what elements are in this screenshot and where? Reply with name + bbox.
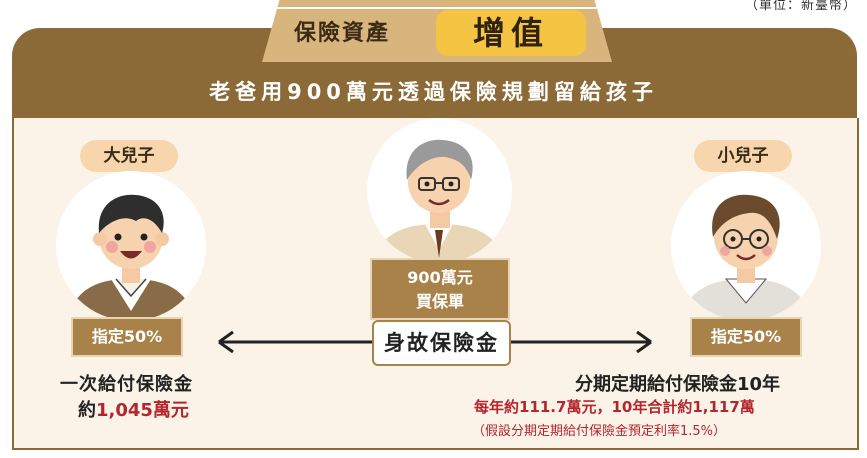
father-avatar (367, 118, 512, 263)
left-payout-amount-line: 約1,045萬元 (78, 396, 189, 422)
subtitle: 老爸用900萬元透過保險規劃留給孩子 (209, 80, 658, 104)
center-buy-policy: 買保單 (415, 292, 464, 311)
right-payout-assumption: （假設分期定期給付保險金預定利率1.5%） (472, 424, 727, 439)
left-arrow-head (218, 330, 234, 354)
left-share-box: 指定50% (71, 317, 183, 357)
right-payout-line1: 分期定期給付保險金10年 (575, 374, 781, 395)
right-payout-line2: 每年約111.7萬元，10年合計約1,117萬 (474, 398, 755, 416)
left-payout-prefix: 約 (78, 400, 96, 421)
left-payout-line1: 一次給付保險金 (60, 374, 193, 395)
left-name-pill: 大兒子 (80, 140, 178, 172)
left-payout-amount: 1,045萬元 (96, 400, 189, 421)
younger-son-avatar (671, 171, 821, 321)
right-name-pill: 小兒子 (694, 140, 792, 172)
payout-arrows (218, 330, 652, 354)
title-tag-left: 保險資產 (294, 21, 391, 46)
center-purchase-box: 900萬元 買保單 (370, 258, 510, 320)
title-tag-right: 增值 (436, 10, 586, 56)
right-arrow-head (636, 330, 652, 354)
death-benefit-label: 身故保險金 (372, 320, 511, 366)
elder-son-avatar (56, 171, 206, 321)
unit-note: （單位：新臺幣） (744, 0, 857, 13)
center-amount: 900萬元 (407, 268, 473, 287)
right-share-box: 指定50% (690, 317, 802, 357)
